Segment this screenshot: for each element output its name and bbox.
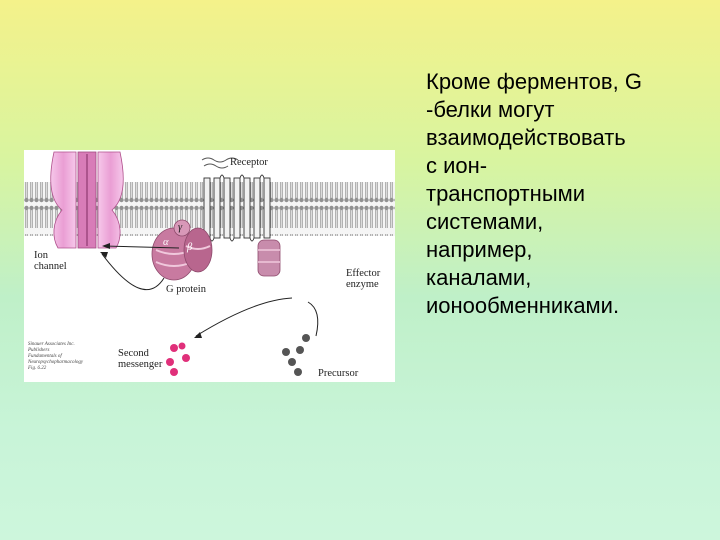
effector-enzyme-shape [257,239,281,277]
text-line: системами, [426,209,544,234]
g-protein-shape [151,219,213,281]
signaling-diagram: Receptor Ion channel G protein Effector … [24,150,395,382]
text-line: каналами, [426,265,532,290]
ion-channel-label-line2: channel [34,261,67,272]
text-line: ионообменниками. [426,293,620,318]
gamma-label: γ [178,222,183,233]
arrow-precursor-to-messenger [195,297,293,337]
diagram-graphic [24,151,395,376]
receptor-label: Receptor [230,157,268,168]
credit-line: Publishers [28,348,50,353]
effector-label-line1: Effector [346,268,381,279]
receptor-shape [201,157,271,242]
credit-line: Sinauer Associates Inc. [28,342,75,347]
second-messenger-dots [166,342,190,376]
precursor-dots [282,334,310,376]
figure-credit: Sinauer Associates Inc. Publishers Funda… [28,342,108,372]
arrow-enzyme-to-precursor [307,301,319,337]
credit-line: Fundamentals of [28,354,62,359]
ion-channel-label-line1: Ion [34,250,48,261]
arrow-messenger-to-channel [101,253,165,291]
text-line: транспортными [426,181,586,206]
arrow-to-channel [103,245,180,249]
text-line: -белки могут [426,97,555,122]
second-messenger-label-line2: messenger [118,359,163,370]
second-messenger-label-line1: Second [118,348,149,359]
precursor-label: Precursor [318,368,359,379]
effector-label-line2: enzyme [346,279,379,290]
g-protein-label: G protein [166,284,206,295]
slide-text: Кроме ферментов, G -белки могут взаимоде… [426,68,706,320]
text-line: взаимодействовать [426,125,626,150]
credit-line: Neuropsychopharmacology [28,360,84,365]
beta-label: β [187,242,193,253]
credit-line: Fig. 6.22 [28,366,47,371]
text-line: с ион- [426,153,488,178]
text-line: например, [426,237,533,262]
text-line: Кроме ферментов, G [426,69,642,94]
ion-channel-shape [50,151,124,249]
alpha-label: α [163,237,169,248]
